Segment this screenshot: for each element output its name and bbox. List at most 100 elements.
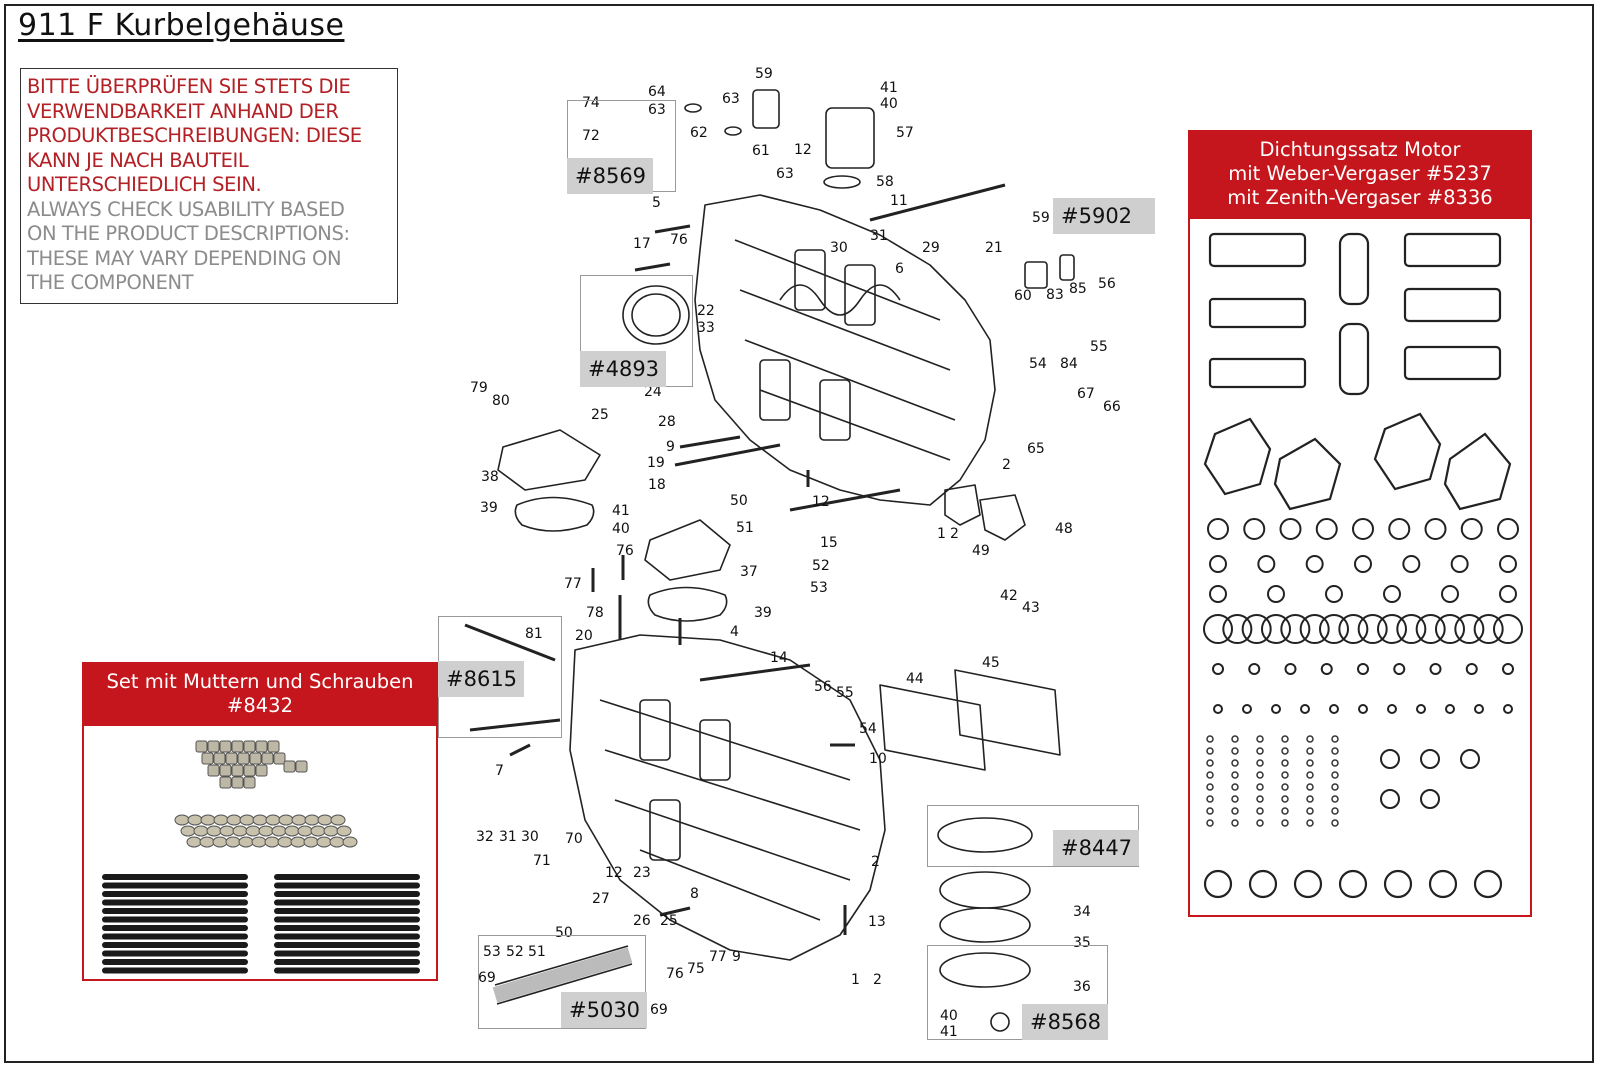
bolt: [102, 899, 248, 906]
washer: [239, 814, 255, 826]
part-number-label: 63: [722, 91, 740, 107]
gasket-ring: [1415, 614, 1446, 644]
gasket-set-box[interactable]: Dichtungssatz Motor mit Weber-Vergaser #…: [1188, 130, 1532, 917]
washer: [291, 814, 307, 826]
gasket-ring: [1279, 518, 1302, 540]
part-number-label: 1: [851, 972, 860, 988]
washer: [245, 825, 261, 837]
valve-cover-gasket: [1403, 287, 1502, 323]
bolt: [274, 959, 420, 965]
notice-en-line: THE COMPONENT: [27, 271, 194, 294]
part-number-label: 50: [555, 925, 573, 941]
tag-5030[interactable]: #5030: [561, 992, 647, 1028]
gasket-ring: [1454, 614, 1485, 644]
part-number-label: 45: [982, 655, 1000, 671]
gasket-ring: [1388, 518, 1411, 540]
part-number-label: 32: [476, 829, 494, 845]
exhaust-gasket-strip: [1208, 297, 1307, 329]
notice-german: BITTE ÜBERPRÜFEN SIE STETS DIE VERWENDBA…: [27, 75, 391, 198]
small-seal: [1331, 759, 1339, 767]
gasket-ring: [1473, 614, 1504, 644]
nuts-bolts-set-box[interactable]: Set mit Muttern und Schrauben #8432: [82, 662, 438, 981]
small-seal: [1256, 783, 1264, 791]
stud: [679, 435, 741, 449]
part-number-label: 19: [647, 455, 665, 471]
part-number-label: 13: [868, 914, 886, 930]
washer: [199, 836, 215, 848]
bolts-cluster: [102, 874, 420, 974]
bolt: [274, 882, 420, 889]
lower-case-cylinder: [639, 699, 671, 761]
part-number-label: 67: [1077, 386, 1095, 402]
nut: [231, 740, 244, 753]
seal-ring: [1380, 749, 1400, 769]
flange-gasket: [1293, 869, 1323, 899]
part-number-label: 37: [740, 564, 758, 580]
part-number-label: 84: [1060, 356, 1078, 372]
small-seal: [1231, 795, 1239, 803]
part-number-label: 72: [582, 128, 600, 144]
long-bolt: [789, 488, 901, 512]
part-number-label: 5: [652, 195, 661, 211]
part-number-label: 23: [633, 865, 651, 881]
page-title: 911 F Kurbelgehäuse: [18, 8, 345, 43]
tag-8615[interactable]: #8615: [438, 661, 524, 697]
part-number-label: 58: [876, 174, 894, 190]
part-number-label: 77: [709, 949, 727, 965]
gasket-ring: [1242, 704, 1252, 714]
bolt: [102, 882, 248, 889]
washer: [212, 836, 228, 848]
washer: [174, 814, 190, 826]
valve-cover-gasket: [1208, 232, 1307, 268]
notice-en-line: ON THE PRODUCT DESCRIPTIONS:: [27, 222, 350, 245]
small-seal: [1206, 771, 1214, 779]
bolt: [274, 908, 420, 914]
gasket-ring: [1325, 585, 1343, 603]
tag-8447[interactable]: #8447: [1053, 830, 1139, 866]
bolt: [102, 967, 248, 974]
tag-4893[interactable]: #4893: [580, 351, 666, 387]
nuts-set-number: #8432: [227, 694, 293, 717]
part-number-label: 6: [895, 261, 904, 277]
gasket-ring: [1377, 614, 1407, 644]
small-seal: [1306, 795, 1314, 803]
gasket-set-zenith: mit Zenith-Vergaser #8336: [1227, 186, 1493, 209]
nuts-cluster: [195, 740, 308, 789]
gasket-ring: [1503, 704, 1513, 714]
gasket-ring: [1248, 663, 1261, 675]
gasket-ring: [1396, 614, 1427, 644]
gasket-ring: [1357, 663, 1369, 675]
small-seal: [1331, 807, 1339, 815]
notice-de-line: UNTERSCHIEDLICH SEIN.: [27, 173, 262, 196]
cover-gasket-8447: [937, 817, 1033, 853]
part-number-label: 71: [533, 853, 551, 869]
part-number-label: 55: [1090, 339, 1108, 355]
part-number-label: 15: [820, 535, 838, 551]
part-number-label: 2: [873, 972, 882, 988]
part-number-label: 38: [481, 469, 499, 485]
part-number-label: 36: [1073, 979, 1091, 995]
intake-gasket: [1338, 322, 1370, 396]
gasket-ring: [1241, 614, 1272, 644]
bolt: [102, 950, 248, 957]
small-seal: [1231, 735, 1239, 743]
tag-5902[interactable]: #5902: [1053, 198, 1155, 234]
oil-tube: [492, 947, 633, 1003]
bolt: [274, 925, 420, 931]
nut: [255, 740, 268, 753]
small-seal: [1206, 807, 1214, 815]
small-seal: [1231, 819, 1239, 827]
part-number-label: 77: [564, 576, 582, 592]
part-number-label: 62: [690, 125, 708, 141]
nut: [201, 752, 214, 765]
tag-8569[interactable]: #8569: [567, 158, 653, 194]
small-seal: [1306, 819, 1314, 827]
tag-8568[interactable]: #8568: [1022, 1004, 1108, 1040]
washer: [297, 825, 313, 837]
oil-gasket-39b: [647, 586, 728, 622]
bolt: [102, 933, 248, 940]
flange-gasket: [1338, 869, 1368, 899]
washer: [225, 836, 241, 848]
part-number-label: 61: [752, 143, 770, 159]
